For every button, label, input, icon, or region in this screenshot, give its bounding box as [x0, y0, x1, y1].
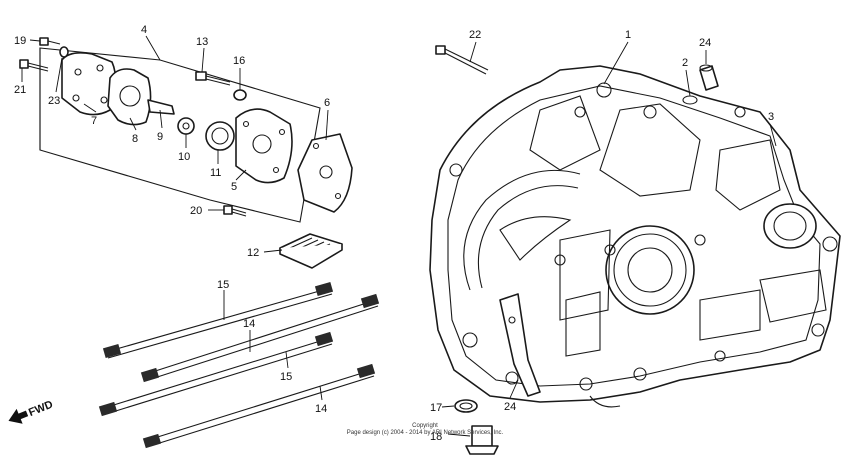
- callout-2: 2: [682, 57, 688, 69]
- oil-strainer-screen: [279, 233, 343, 269]
- callout-8: 8: [132, 133, 138, 145]
- oil-pump-body: [235, 108, 293, 184]
- oil-pump-group: [19, 37, 353, 223]
- callout-labels: 4 13 16 6 19 21 23 7 8 9 10 11 5 20 12 1…: [14, 24, 774, 443]
- bearing-boss: [763, 203, 817, 249]
- inner-rotor: [177, 117, 195, 135]
- leader-lines: [21, 35, 777, 437]
- stud-15-lower: [98, 331, 334, 417]
- callout-3: 3: [768, 111, 774, 123]
- cylinder-studs: [98, 281, 380, 449]
- washer: [233, 89, 247, 101]
- copyright-line2: Page design (c) 2004 - 2014 by ARI Netwo…: [347, 430, 504, 436]
- fwd-arrow: FWD: [8, 399, 55, 424]
- oil-pump-gasket: [107, 68, 152, 126]
- callout-5: 5: [231, 181, 237, 193]
- callout-24-top: 24: [699, 37, 711, 49]
- copyright-line1: Copyright: [412, 423, 438, 429]
- callout-1: 1: [625, 29, 631, 41]
- callout-20: 20: [190, 205, 202, 217]
- bolt-19: [39, 37, 61, 46]
- callout-15-lower: 15: [280, 371, 292, 383]
- callout-10: 10: [178, 151, 190, 163]
- stud-14-lower: [142, 363, 376, 449]
- callout-11: 11: [210, 167, 221, 179]
- callout-4: 4: [141, 24, 147, 36]
- callout-22: 22: [469, 29, 481, 41]
- outer-rotor: [205, 121, 235, 151]
- callout-21: 21: [14, 84, 26, 96]
- sealing-washer-17: [454, 399, 478, 413]
- callout-13: 13: [196, 36, 208, 48]
- washer-23: [59, 46, 69, 58]
- callout-7: 7: [91, 115, 97, 127]
- stud-15-upper: [102, 281, 334, 359]
- callout-14-lower: 14: [315, 403, 327, 415]
- stud-14-upper: [140, 293, 380, 383]
- callout-24-lower: 24: [504, 401, 516, 413]
- callout-12: 12: [247, 247, 259, 259]
- drain-plug-18: [465, 425, 499, 455]
- fwd-arrow-icon: [8, 408, 29, 424]
- bolt-21: [19, 59, 49, 72]
- crank-bore: [605, 225, 695, 315]
- bolt-22: [435, 45, 489, 75]
- callout-14-upper: 14: [243, 318, 255, 330]
- callout-16: 16: [233, 55, 245, 67]
- bolt-13: [195, 71, 231, 86]
- callout-9: 9: [157, 131, 163, 143]
- dowel-pin-24-lower: [499, 293, 541, 397]
- callout-23: 23: [48, 95, 60, 107]
- fwd-label: FWD: [27, 399, 55, 420]
- oil-pump-plate: [297, 133, 353, 213]
- callout-6: 6: [324, 97, 330, 109]
- dowel-pin-24-top: [699, 64, 719, 91]
- callout-18: 18: [430, 431, 442, 443]
- oil-pump-shaft: [147, 99, 175, 115]
- callout-19: 19: [14, 35, 26, 47]
- callout-17: 17: [430, 402, 442, 414]
- crankcase: [429, 65, 841, 408]
- callout-15-upper: 15: [217, 279, 229, 291]
